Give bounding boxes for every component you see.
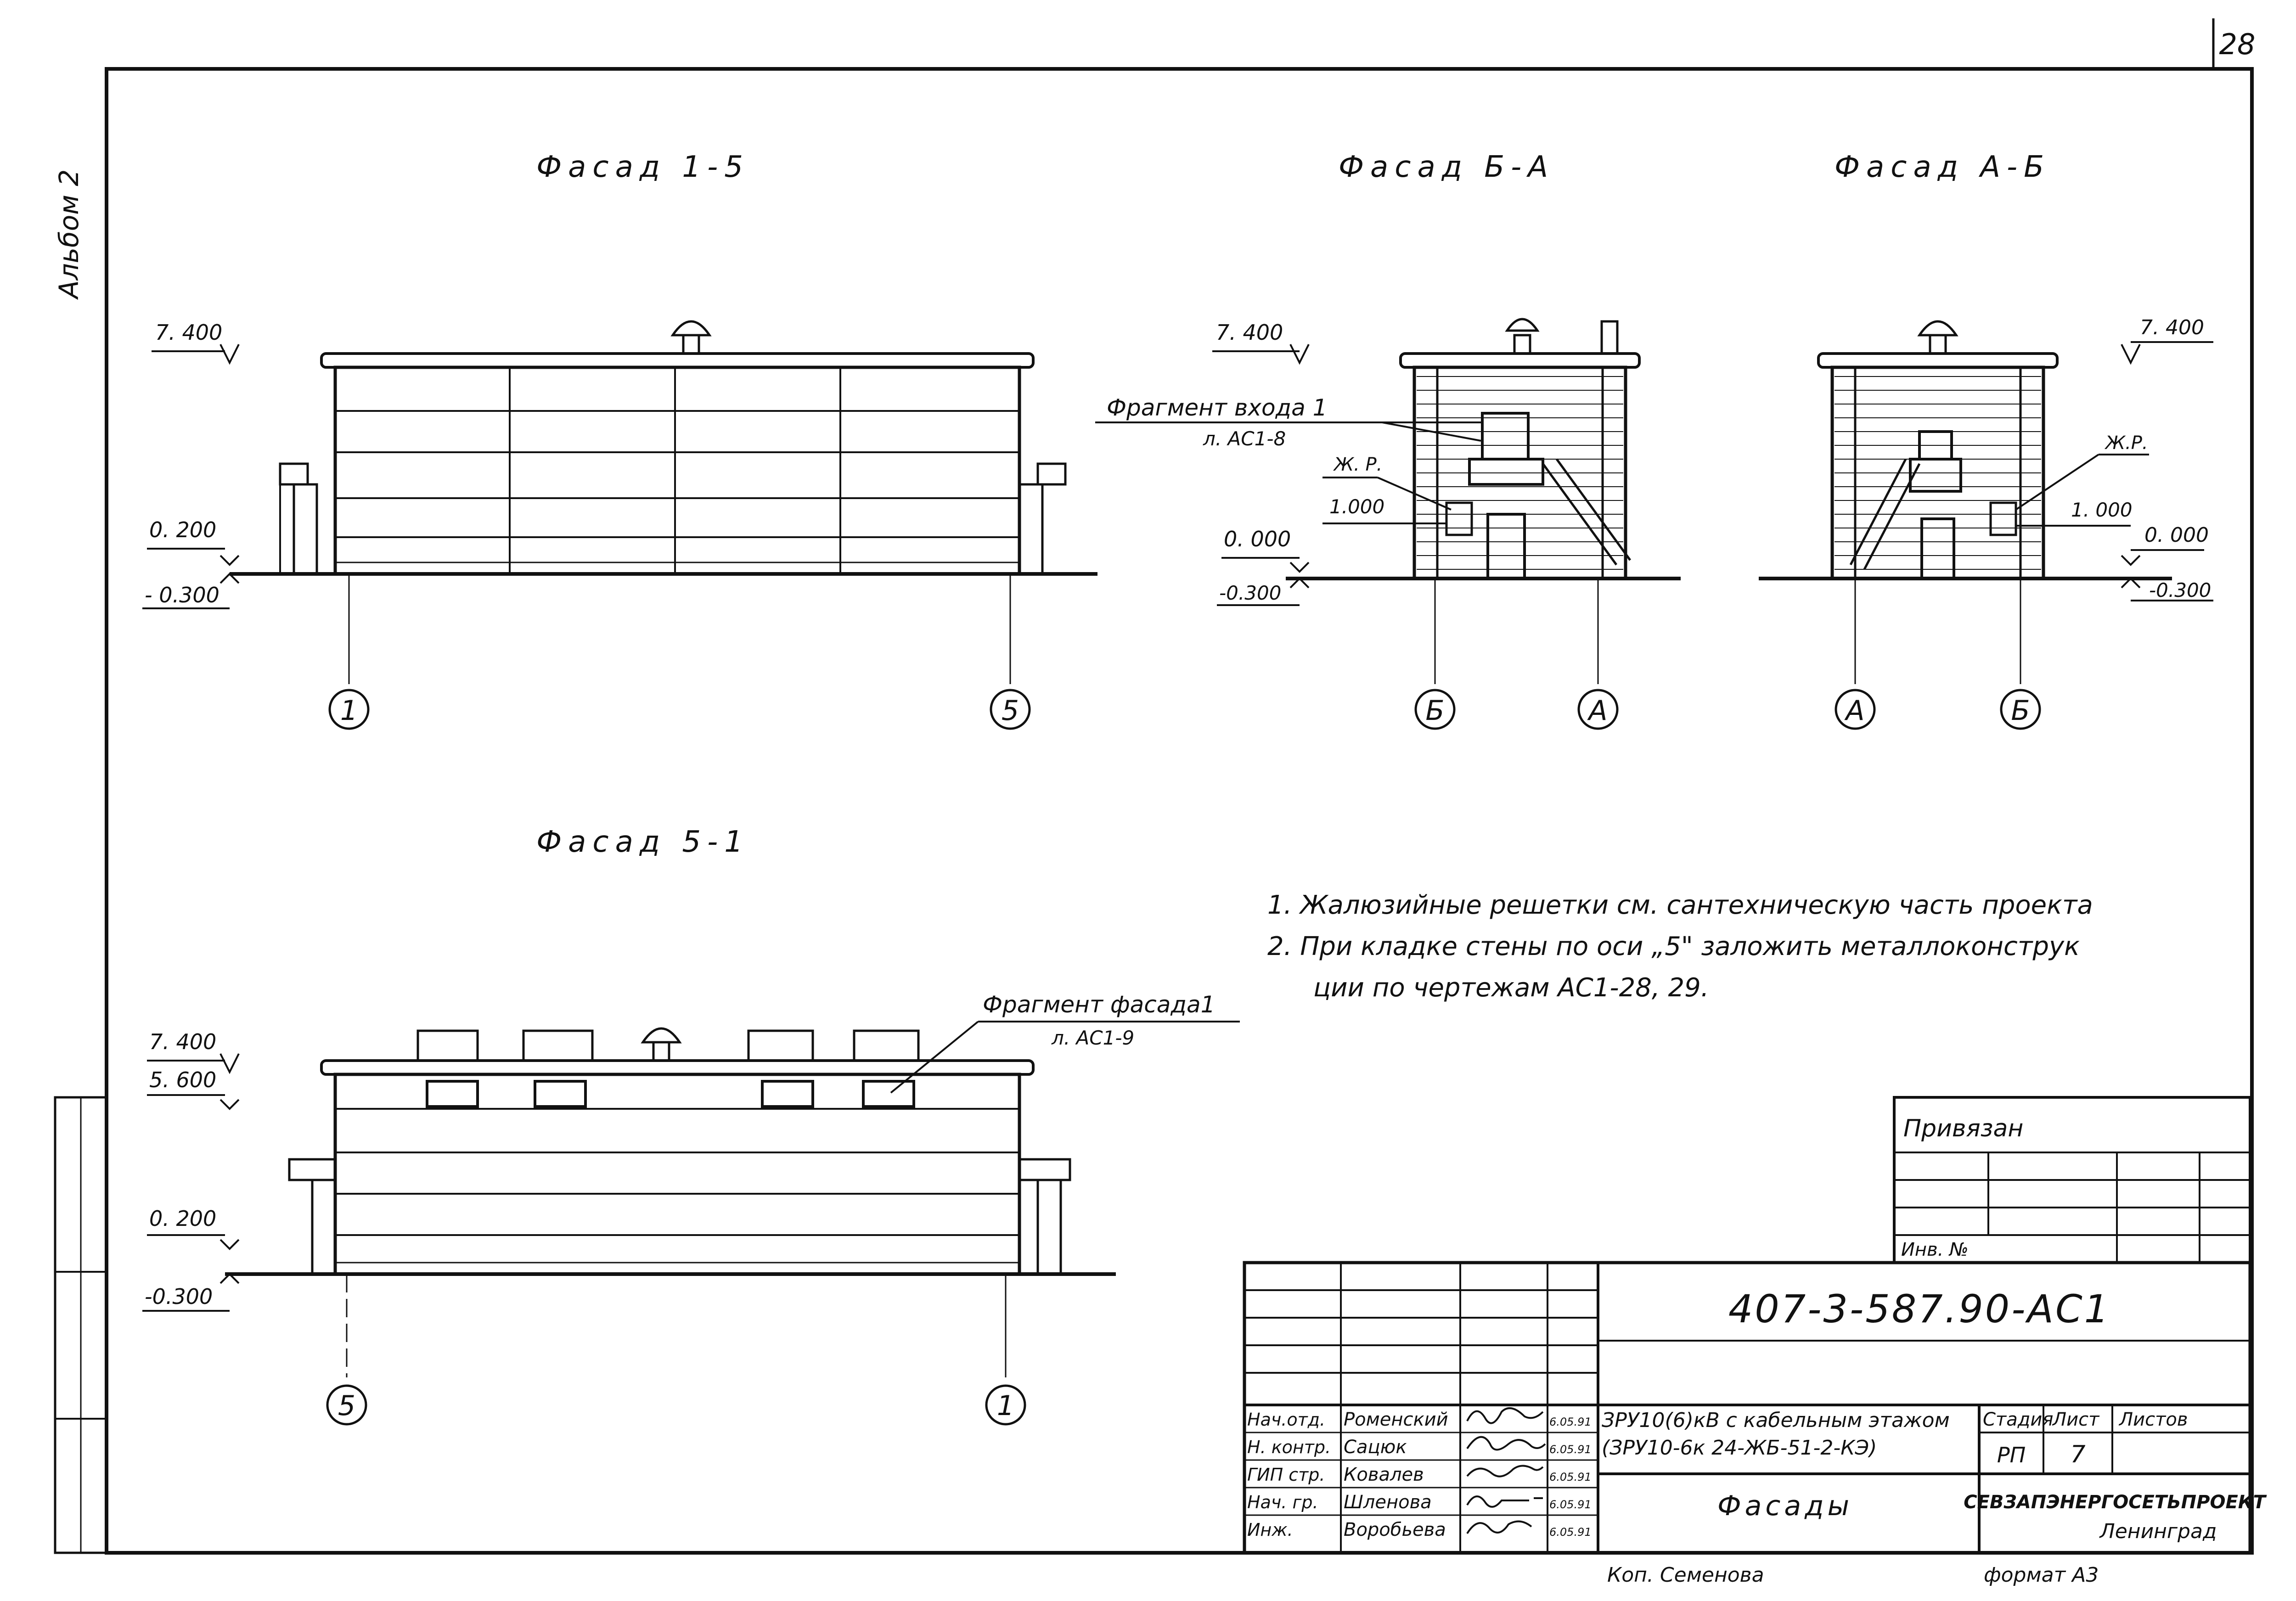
- sheet-frame: [54, 18, 2254, 1555]
- title-block: Привязан Инв. № 407-3-587.90-АС1 ЗРУ10(6…: [1243, 1096, 2267, 1555]
- staff-role: ГИП стр.: [1247, 1465, 1325, 1485]
- callout-entry-ref: л. АС1-8: [1203, 427, 1286, 450]
- level-label: 7. 400: [155, 320, 222, 345]
- level-label: 7. 400: [2140, 316, 2204, 339]
- level-label: 0. 200: [149, 1206, 216, 1231]
- grille-level: 1. 000: [2071, 499, 2133, 521]
- note-line: 2. При кладке стены по оси „5" заложить …: [1267, 932, 2080, 961]
- facade-b-a-title: Фасад Б-А: [1339, 150, 1554, 184]
- org-city: Ленинград: [2099, 1520, 2217, 1543]
- staff-date: 6.05.91: [1549, 1498, 1592, 1511]
- axis-label: Б: [1425, 695, 1444, 727]
- col-sheets: Листов: [2118, 1409, 2188, 1430]
- level-label: 0. 000: [2144, 523, 2209, 547]
- callout-grille: Ж.Р.: [2104, 433, 2148, 454]
- level-label: 7. 400: [149, 1029, 216, 1054]
- staff-name: Ковалев: [1344, 1464, 1424, 1485]
- axis-label: Б: [2011, 695, 2030, 727]
- staff-name: Сацюк: [1344, 1437, 1407, 1458]
- staff-date: 6.05.91: [1549, 1443, 1592, 1456]
- staff-name: Воробьева: [1344, 1519, 1446, 1540]
- general-notes: 1. Жалюзийные решетки см. сантехническую…: [1267, 890, 2093, 1003]
- axis-label: 5: [1002, 695, 1019, 727]
- org-name: СЕВЗАПЭНЕРГОСЕТЬПРОЕКТ: [1964, 1492, 2267, 1513]
- callout-entry: Фрагмент входа 1: [1107, 394, 1327, 421]
- staff-role: Инж.: [1247, 1520, 1293, 1540]
- axis-label: 5: [338, 1390, 355, 1422]
- level-label: -0.300: [2149, 579, 2211, 601]
- callout-fragment-ref: л. АС1-9: [1051, 1027, 1134, 1049]
- page-number: 28: [2219, 28, 2256, 61]
- staff-role: Нач.отд.: [1247, 1410, 1325, 1430]
- staff-date: 6.05.91: [1549, 1526, 1592, 1539]
- facade-1-5-title: Фасад 1-5: [536, 150, 749, 184]
- sheet-title: Фасады: [1717, 1490, 1853, 1522]
- level-label: 0. 000: [1224, 527, 1291, 551]
- facade-5-1-title: Фасад 5-1: [536, 825, 749, 859]
- project-title-2: (ЗРУ10-6к 24-ЖБ-51-2-КЭ): [1602, 1436, 1877, 1460]
- facade-a-b-title: Фасад А-Б: [1835, 150, 2050, 184]
- note-line: 1. Жалюзийные решетки см. сантехническую…: [1267, 890, 2093, 920]
- staff-name: Шленова: [1344, 1492, 1432, 1513]
- level-label: 7. 400: [1216, 320, 1283, 345]
- axis-label: А: [1587, 695, 1607, 727]
- col-stage: Стадия: [1983, 1409, 2053, 1430]
- axis-label: 1: [997, 1390, 1014, 1422]
- staff-role: Нач. гр.: [1247, 1492, 1318, 1512]
- level-label: -0.300: [145, 1284, 213, 1309]
- staff-name: Роменский: [1344, 1409, 1448, 1430]
- drawing-code: 407-3-587.90-АС1: [1728, 1286, 2110, 1331]
- callout-fragment: Фрагмент фасада1: [983, 991, 1215, 1018]
- attached-label: Привязан: [1903, 1115, 2023, 1142]
- facade-a-b: Фасад А-Б: [1759, 150, 2213, 730]
- siding-hatch: [1835, 376, 2041, 570]
- sheet-no-value: 7: [2070, 1441, 2085, 1468]
- inventory-label: Инв. №: [1901, 1239, 1969, 1260]
- level-label: 5. 600: [149, 1067, 216, 1092]
- facade-b-a: Фасад Б-А: [1095, 150, 1681, 730]
- signature-marks: [1466, 1407, 1546, 1534]
- level-label: 0. 200: [149, 517, 216, 542]
- axis-label: 1: [340, 695, 358, 727]
- staff-date: 6.05.91: [1549, 1416, 1592, 1428]
- staff-date: 6.05.91: [1549, 1471, 1592, 1483]
- note-line: ции по чертежам АС1-28, 29.: [1313, 973, 1709, 1003]
- callout-grille: Ж. Р.: [1333, 454, 1382, 475]
- project-title-1: ЗРУ10(6)кВ с кабельным этажом: [1602, 1409, 1950, 1432]
- facade-5-1: Фасад 5-1 5 1 7. 400: [142, 825, 1240, 1426]
- copied-by: Коп. Семенова: [1607, 1563, 1764, 1587]
- axis-label: А: [1844, 695, 1864, 727]
- col-sheet: Лист: [2052, 1409, 2100, 1430]
- level-label: -0.300: [1219, 582, 1281, 604]
- paper-format: формат А3: [1984, 1563, 2099, 1587]
- level-label: - 0.300: [145, 583, 219, 607]
- siding-hatch: [1417, 376, 1623, 570]
- grille-level: 1.000: [1329, 495, 1384, 518]
- stage-value: РП: [1997, 1443, 2026, 1467]
- staff-role: Н. контр.: [1247, 1437, 1331, 1457]
- album-label: Альбом 2: [53, 169, 84, 300]
- facade-1-5: Фасад 1-5 1 5 7. 400 0. 200: [142, 150, 1097, 730]
